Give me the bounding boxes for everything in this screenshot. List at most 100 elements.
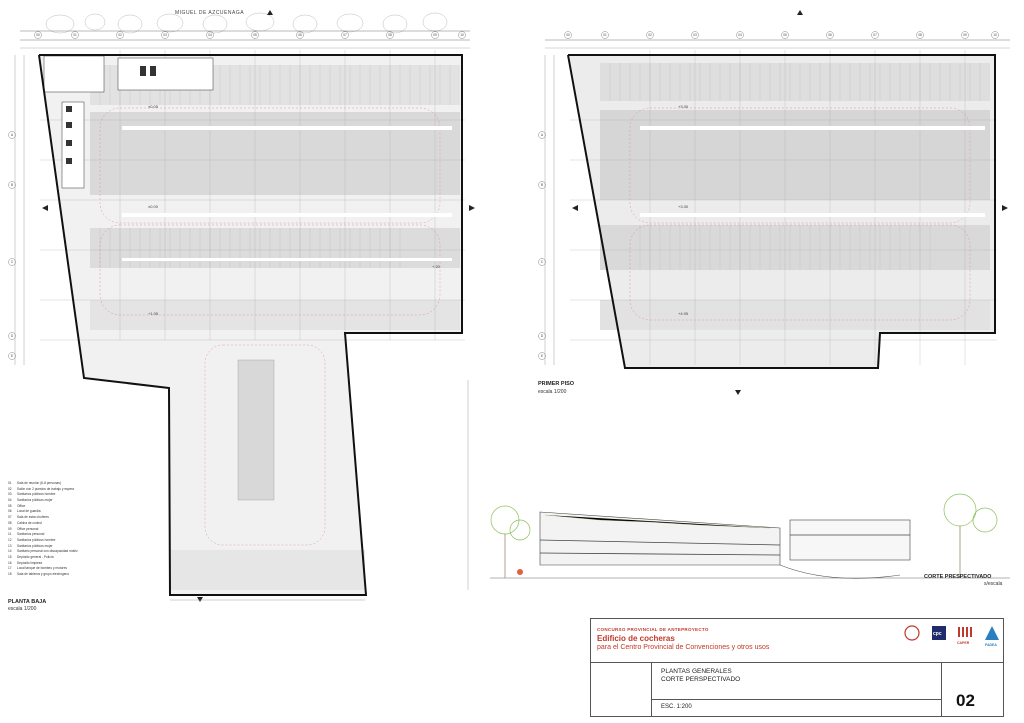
perspective-section: [490, 493, 1010, 579]
axis-label: E: [11, 354, 13, 358]
legend-item: 15 Depósito general - Policía: [8, 555, 158, 561]
contest-name: CONCURSO PROVINCIAL DE ANTEPROYECTO: [597, 627, 709, 632]
axis-label: 04: [208, 33, 212, 37]
level-mark: +.20: [432, 264, 440, 269]
axis-label: A: [11, 133, 14, 137]
legend-number: 03: [8, 492, 12, 497]
legend-text: Sanitario personal con discapacidad motr…: [17, 549, 78, 554]
caper-logo-icon: [958, 627, 972, 637]
legend-number: 15: [8, 554, 12, 559]
legend-item: 04 Sanitarios públicos mujer: [8, 498, 158, 504]
level-mark: +1.05: [148, 311, 159, 316]
legend-text: Sala de tableros y grupo electrógeno: [17, 572, 70, 576]
level-mark: ±0.00: [148, 204, 158, 209]
legend-text: Sanitarios públicos hombre: [17, 537, 56, 542]
axis-label: C: [541, 260, 544, 264]
axis-label: D: [11, 334, 14, 338]
section-scale: s/escala: [984, 581, 1003, 587]
level-mark: +4.95: [678, 311, 689, 316]
axis-label: C: [11, 260, 14, 264]
first-floor-scale: escala 1/200: [538, 389, 567, 395]
legend-text: Depósito limpieza: [17, 560, 43, 565]
ground-floor-scale: escala 1/200: [8, 606, 37, 612]
axis-label: 03: [163, 33, 167, 37]
legend-text: Local tanque de bombeo y motores: [17, 566, 67, 571]
first-floor-outline: [567, 54, 996, 369]
legend-text: Sanitarios públicos mujer: [17, 498, 53, 503]
section-title: CORTE PRESPECTIVADO: [924, 574, 992, 580]
axis-label: 01: [73, 33, 77, 37]
axis-label: 08: [918, 33, 922, 37]
legend-number: 02: [8, 486, 12, 491]
axis-label: 05: [783, 33, 787, 37]
project-title: Edificio de cocheras: [597, 634, 675, 643]
legend-item: 17 Local tanque de bombeo y motores: [8, 566, 158, 572]
legend-item: 03 Sanitarios públicos hombre: [8, 492, 158, 498]
axis-label: A: [541, 133, 544, 137]
axis-label: 03: [693, 33, 697, 37]
axis-label: 10: [460, 33, 464, 37]
cpc-logo-text: cpc: [933, 631, 942, 637]
legend-number: 06: [8, 509, 12, 514]
axis-label: 02: [648, 33, 652, 37]
legend-text: Sanitarios públicos mujer: [17, 543, 53, 548]
gobierno-logo-icon: [904, 625, 920, 641]
sheet-title-line2: CORTE PERSPECTIVADO: [661, 676, 741, 683]
legend-text: Office: [17, 503, 26, 508]
cpc-logo-icon: [932, 626, 946, 640]
legend-number: 09: [8, 526, 12, 531]
legend-number: 16: [8, 560, 12, 565]
legend-item: 01 Sala de reunión (6-8 personas): [8, 481, 158, 487]
title-logos: [904, 625, 999, 641]
legend-number: 05: [8, 503, 12, 508]
axis-label: B: [541, 183, 543, 187]
legend-text: Sanitarios públicos hombre: [17, 492, 56, 497]
first-floor-title: PRIMER PISO: [538, 381, 575, 387]
axis-label: 06: [298, 33, 302, 37]
street-trees: [45, 12, 448, 34]
title-block: CONCURSO PROVINCIAL DE ANTEPROYECTO Edif…: [590, 618, 1004, 717]
first-floor-plan: [538, 10, 1010, 395]
legend-text: Salón con 2 puestos de trabajo y espera: [17, 486, 75, 491]
axis-label: 00: [36, 33, 40, 37]
axis-label: 10: [993, 33, 997, 37]
axis-label: 07: [873, 33, 877, 37]
axis-label: 07: [343, 33, 347, 37]
legend-text: Cabina de control: [17, 520, 42, 525]
title-block-header: CONCURSO PROVINCIAL DE ANTEPROYECTO Edif…: [591, 619, 1003, 663]
legend-text: Depósito general - Policía: [17, 554, 54, 559]
legend-number: 17: [8, 566, 12, 571]
legend-item: 05 Office: [8, 504, 158, 510]
fadea-logo-text: FADEA: [985, 643, 997, 647]
ground-floor-plan: [8, 10, 475, 602]
legend-text: Sala de reunión (6-8 personas): [17, 481, 61, 485]
axis-label: 00: [566, 33, 570, 37]
axis-label: 08: [388, 33, 392, 37]
legend-number: 11: [8, 532, 12, 537]
axis-label: 06: [828, 33, 832, 37]
legend-number: 08: [8, 520, 12, 525]
legend-number: 13: [8, 543, 12, 548]
sheet-title-line1: PLANTAS GENERALES: [661, 668, 732, 675]
caper-logo-text: CAPER: [957, 641, 970, 645]
legend-number: 01: [8, 481, 12, 485]
axis-label: 01: [603, 33, 607, 37]
ground-floor-title: PLANTA BAJA: [8, 599, 47, 605]
axis-label: D: [541, 334, 544, 338]
legend-item: 13 Sanitarios públicos mujer: [8, 544, 158, 550]
level-mark: +3.30: [678, 104, 689, 109]
legend-item: 08 Cabina de control: [8, 521, 158, 527]
axis-label: 09: [433, 33, 437, 37]
street-name: MIGUEL DE AZCUENAGA: [175, 10, 245, 16]
legend-number: 04: [8, 498, 12, 503]
fadea-logo-icon: [985, 626, 999, 640]
axis-label: B: [11, 183, 13, 187]
axis-label: 02: [118, 33, 122, 37]
sheet-number: 02: [956, 691, 975, 710]
axis-label: 05: [253, 33, 257, 37]
